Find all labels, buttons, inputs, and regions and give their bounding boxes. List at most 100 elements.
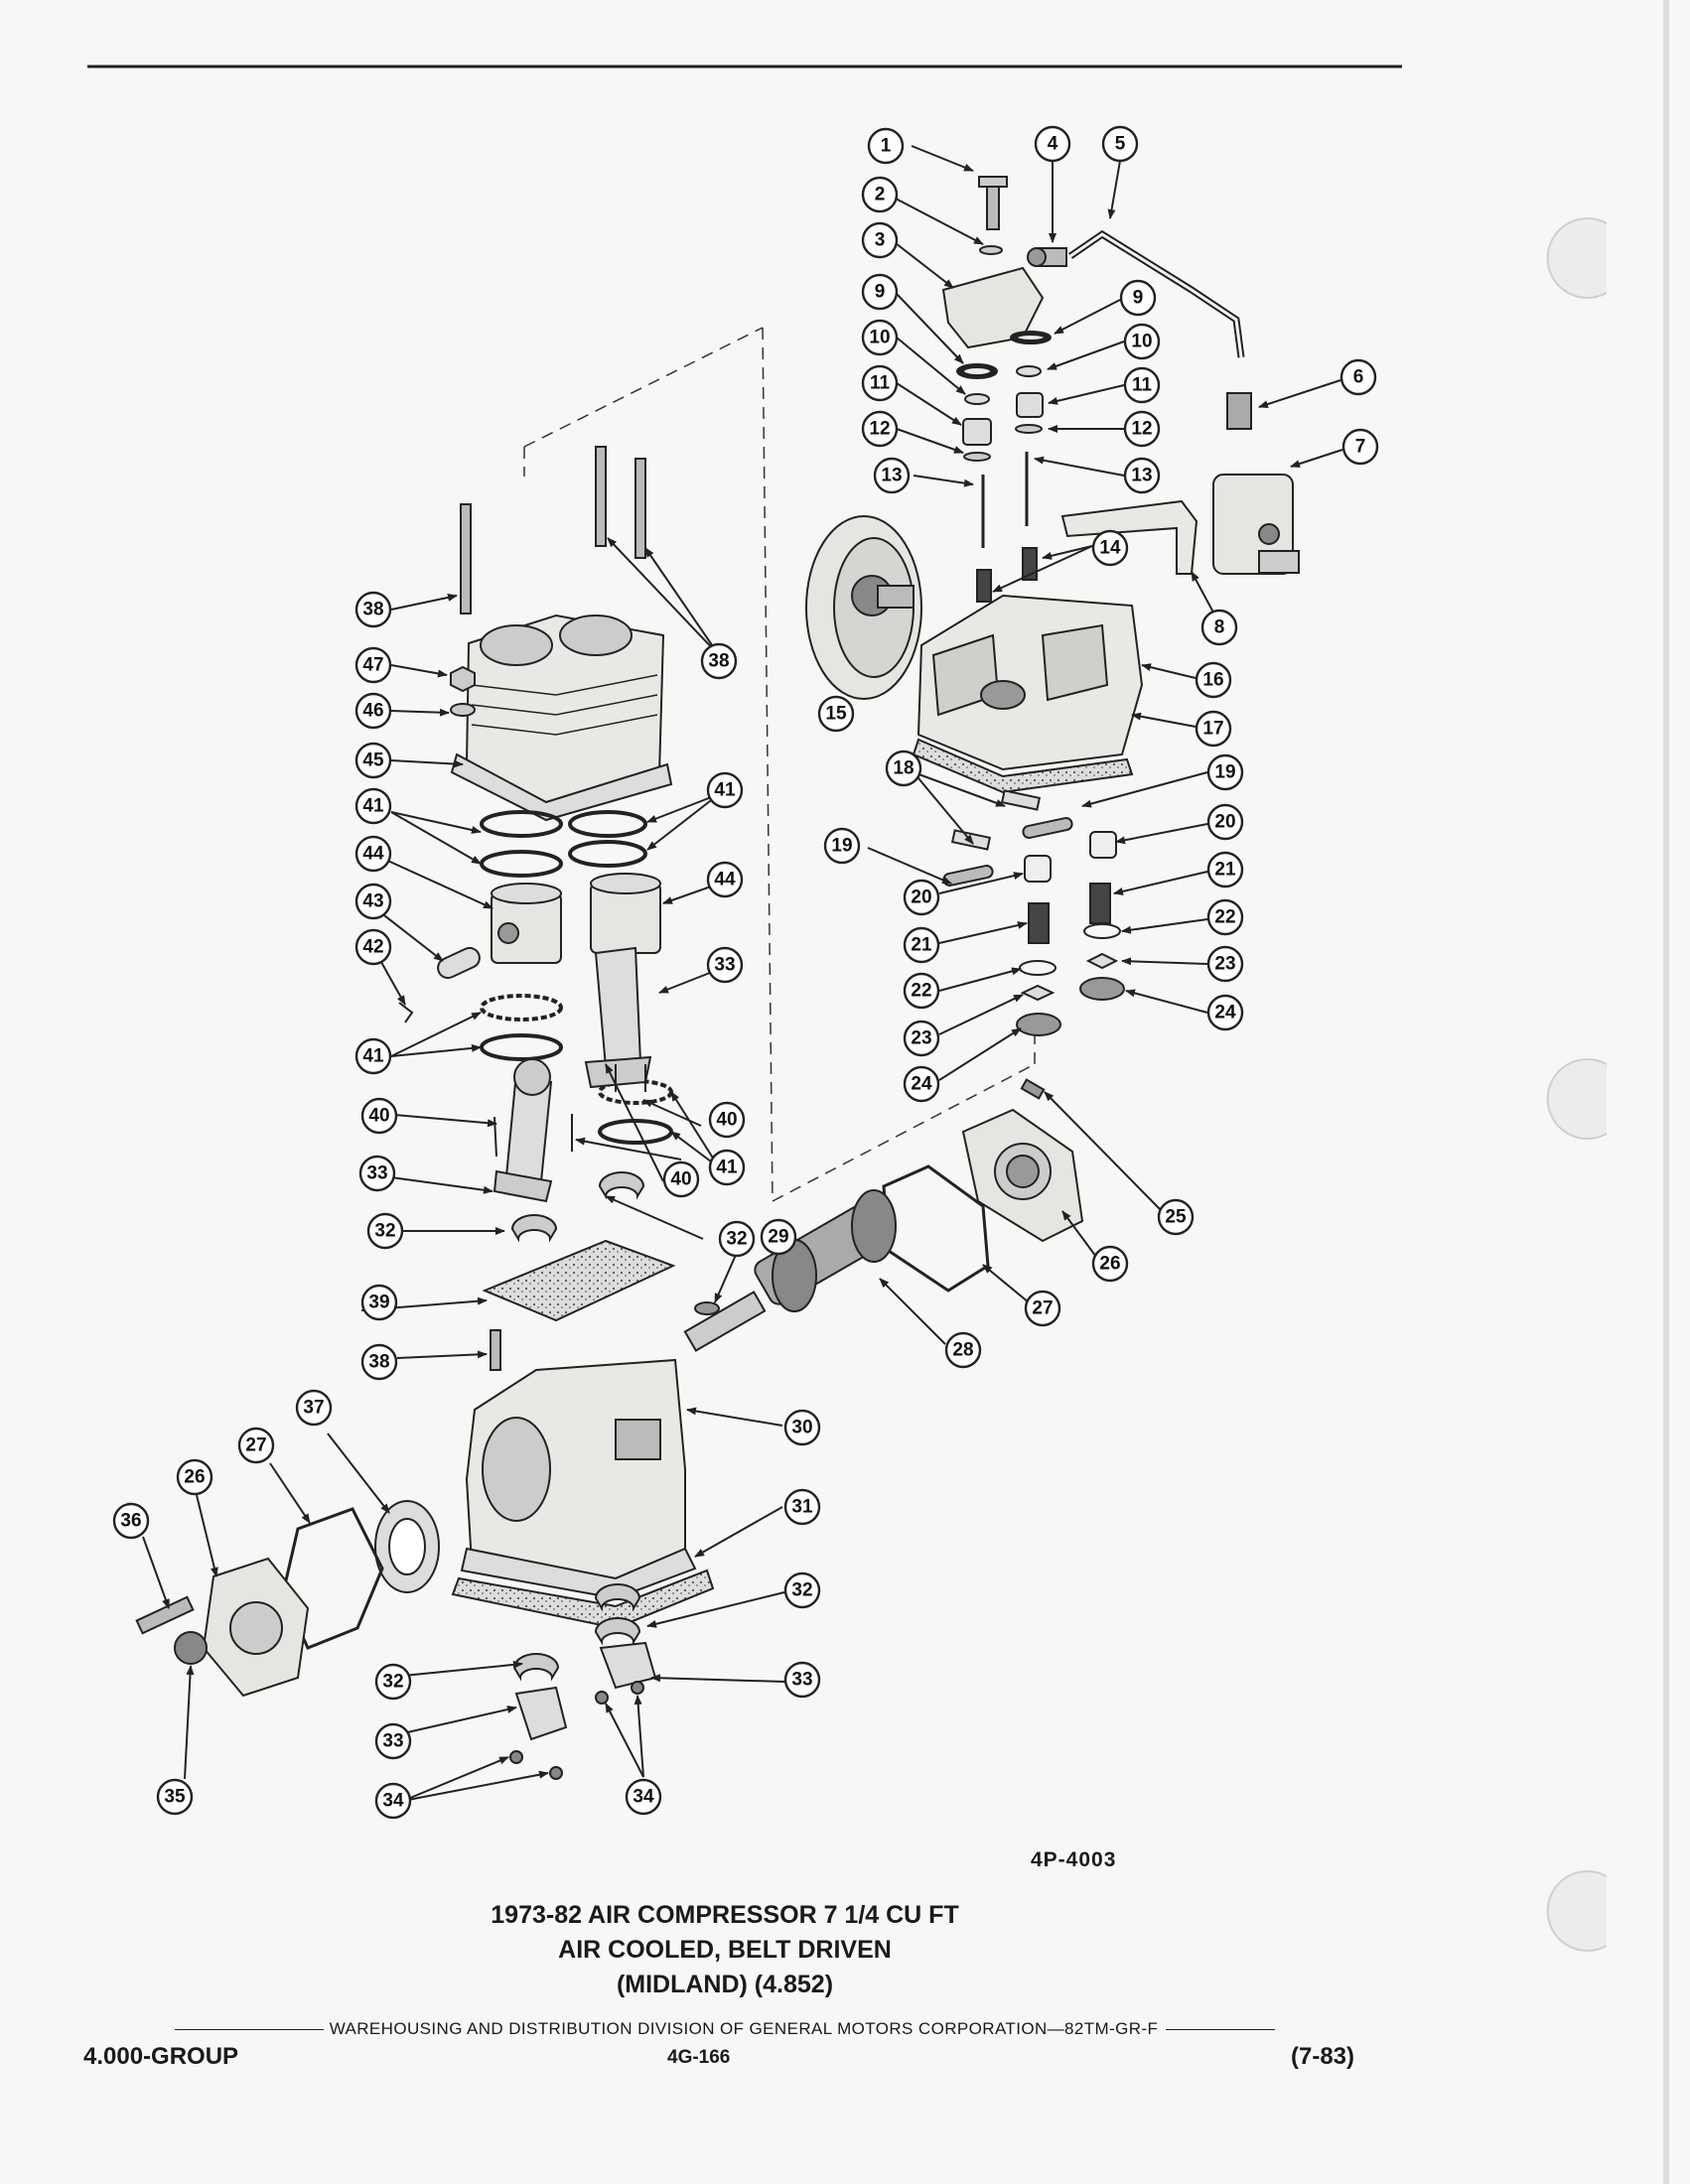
callout-3: 3 (861, 221, 899, 259)
svg-text:1: 1 (881, 136, 892, 157)
crankcase-part (460, 1358, 697, 1600)
end-cover-part (961, 1108, 1084, 1243)
svg-text:32: 32 (791, 1580, 812, 1601)
pulley-part (805, 515, 922, 700)
callout-26b: 26 (176, 1458, 213, 1496)
svg-text:14: 14 (1099, 538, 1121, 559)
bolt-part (1020, 1078, 1046, 1100)
callout-47: 47 (354, 646, 392, 684)
base-gasket-part (451, 1569, 715, 1630)
callout-32b: 32 (718, 1220, 756, 1258)
callout-33c: 33 (783, 1661, 821, 1699)
callout-41b: 41 (706, 771, 744, 809)
svg-text:10: 10 (869, 328, 890, 348)
svg-text:24: 24 (911, 1074, 932, 1095)
leader-lines (142, 145, 1343, 1802)
svg-text:46: 46 (362, 701, 383, 722)
svg-text:41: 41 (362, 1046, 384, 1067)
end-cover-left-part (202, 1557, 310, 1698)
cap-screw-part (978, 176, 1008, 230)
callout-40c: 40 (662, 1160, 700, 1198)
callout-22b: 22 (903, 972, 940, 1010)
callout-41: 41 (354, 787, 392, 825)
callout-33b: 33 (706, 946, 744, 984)
callout-16: 16 (1195, 661, 1232, 699)
callout-13b: 13 (1123, 457, 1161, 494)
callout-24: 24 (1206, 994, 1244, 1031)
callout-35: 35 (156, 1778, 194, 1816)
callout-40b: 40 (708, 1101, 746, 1139)
callout-34: 34 (374, 1782, 412, 1820)
footer-publisher-text: WAREHOUSING AND DISTRIBUTION DIVISION OF… (329, 2019, 1159, 2038)
caption-line-2: AIR COOLED, BELT DRIVEN (558, 1936, 892, 1964)
svg-text:23: 23 (911, 1028, 931, 1049)
svg-text:38: 38 (362, 600, 383, 620)
callout-25: 25 (1157, 1198, 1195, 1236)
hex-nut-part (450, 665, 476, 693)
svg-text:20: 20 (911, 887, 931, 908)
callout-19b: 19 (823, 827, 861, 865)
svg-text:12: 12 (1131, 419, 1152, 440)
retainer-part (398, 1002, 414, 1024)
svg-text:41: 41 (362, 796, 384, 817)
svg-text:18: 18 (893, 758, 914, 779)
svg-text:42: 42 (362, 937, 383, 958)
svg-text:20: 20 (1214, 812, 1235, 833)
callout-44: 44 (354, 835, 392, 873)
callout-30: 30 (783, 1409, 821, 1446)
callout-12: 12 (861, 410, 899, 448)
valve-seat-part (1016, 977, 1125, 1036)
footer-page-number: 4G-166 (667, 2047, 731, 2068)
callout-26: 26 (1091, 1245, 1129, 1283)
key-part (694, 1301, 720, 1315)
svg-text:9: 9 (875, 282, 886, 303)
callout-32c: 32 (783, 1571, 821, 1609)
callout-28: 28 (944, 1331, 982, 1369)
callout-4: 4 (1034, 125, 1071, 163)
callout-9b: 9 (1119, 279, 1157, 317)
callout-20: 20 (1206, 803, 1244, 841)
valve-spring-part (1028, 883, 1111, 944)
svg-text:31: 31 (791, 1497, 813, 1518)
svg-text:26: 26 (184, 1467, 205, 1488)
callout-11: 11 (861, 364, 899, 402)
svg-text:41: 41 (716, 1158, 738, 1178)
svg-text:29: 29 (768, 1227, 788, 1248)
governor-part (1212, 474, 1300, 575)
svg-text:17: 17 (1202, 719, 1223, 740)
callout-33d: 33 (374, 1722, 412, 1760)
svg-text:21: 21 (1214, 860, 1236, 881)
svg-text:33: 33 (366, 1163, 387, 1184)
svg-text:33: 33 (382, 1731, 403, 1752)
piston-pin-part (437, 946, 481, 980)
callout-17: 17 (1195, 710, 1232, 748)
callout-22: 22 (1206, 898, 1244, 936)
callout-13: 13 (873, 457, 911, 494)
callout-33: 33 (358, 1155, 396, 1192)
callout-34b: 34 (625, 1778, 662, 1816)
svg-text:35: 35 (164, 1787, 186, 1808)
callout-18: 18 (885, 750, 922, 787)
svg-text:40: 40 (368, 1106, 389, 1127)
callout-10b: 10 (1123, 323, 1161, 360)
svg-text:2: 2 (875, 185, 886, 205)
footer-date: (7-83) (1291, 2043, 1355, 2070)
callout-32d: 32 (374, 1663, 412, 1701)
svg-text:12: 12 (869, 419, 890, 440)
svg-text:3: 3 (875, 230, 886, 251)
svg-text:40: 40 (716, 1110, 737, 1131)
callout-41c: 41 (354, 1037, 392, 1075)
svg-text:25: 25 (1165, 1207, 1187, 1228)
footer-rule-right (1166, 2029, 1276, 2031)
callout-8: 8 (1200, 609, 1238, 646)
svg-text:37: 37 (303, 1398, 324, 1419)
cylinder-head-part (916, 594, 1144, 771)
lock-washer-part (979, 245, 1003, 255)
svg-text:34: 34 (382, 1791, 404, 1812)
svg-text:8: 8 (1214, 617, 1225, 638)
caption-line-1: 1973-82 AIR COMPRESSOR 7 1/4 CU FT (491, 1901, 959, 1929)
callout-9: 9 (861, 273, 899, 311)
footer-rule-left (174, 2029, 324, 2031)
connecting-rod-part (493, 946, 652, 1203)
fitting-part (1027, 247, 1067, 267)
